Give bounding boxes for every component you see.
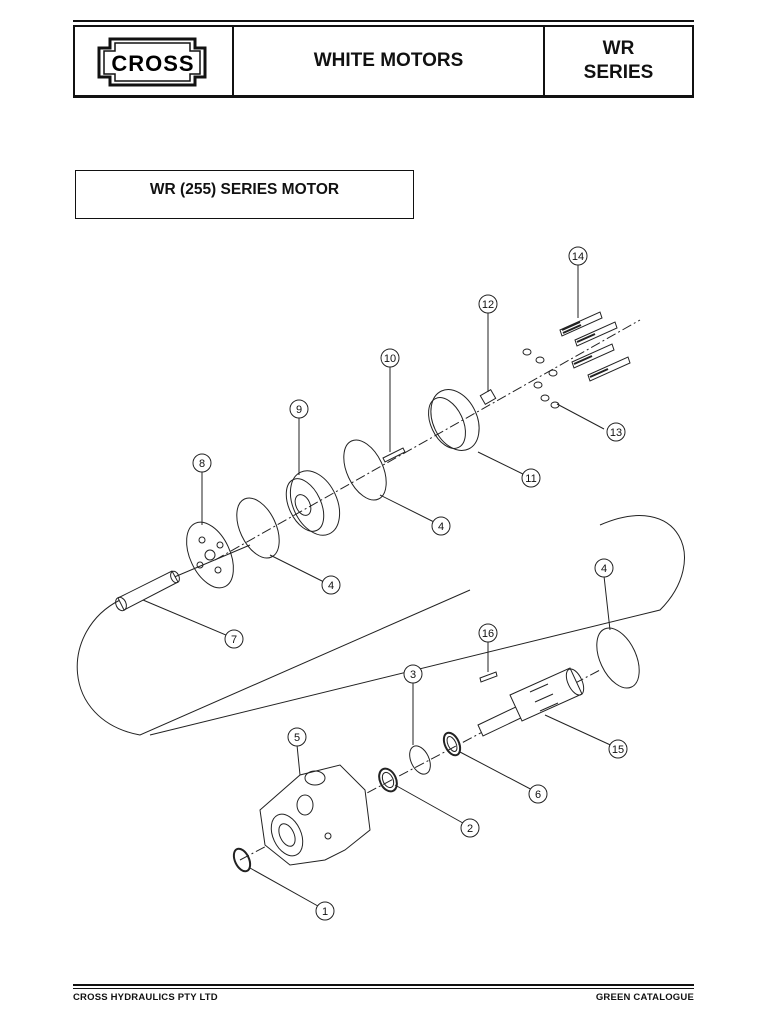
thrust-washer-part [409,745,431,775]
callout-label: 12 [482,299,494,311]
logo-text: CROSS [111,51,194,76]
callout-3 [403,664,423,684]
output-shaft-part [477,667,585,737]
footer-company: CROSS HYDRAULICS PTY LTD [73,992,218,1003]
small-o-ring-part [232,847,252,873]
callout-label: 4 [328,580,334,592]
callout-label: 11 [525,473,536,485]
section-title: WR (255) SERIES MOTOR [149,181,340,198]
o-ring-upper [343,439,387,501]
callout-4c [594,558,614,578]
section-title-box: WR (255) SERIES MOTOR [75,170,414,219]
callout-10 [380,348,400,368]
series-line-1: WR [602,38,635,59]
cross-logo: CROSS [97,37,207,87]
header-series: WR SERIES [545,27,692,95]
gerotor-part [285,470,341,536]
callout-11 [521,468,541,488]
footer-rule-thin [73,988,694,989]
housing-part [259,764,371,866]
callout-14 [568,246,588,266]
o-ring-middle [236,497,280,559]
callout-label: 14 [572,251,584,263]
callout-6 [528,784,548,804]
header-title: WHITE MOTORS [234,27,545,95]
shaft-seal-part [378,767,398,793]
pin-part [382,447,406,463]
header-rule-bottom [73,96,694,98]
callout-label: 13 [610,427,622,439]
axis-line-upper [214,319,641,561]
callout-label: 5 [294,732,300,744]
callout-label: 3 [410,669,416,681]
series-line-2: SERIES [583,62,654,83]
callout-15 [608,739,628,759]
callout-label: 9 [296,404,302,416]
header-rule-top [73,20,694,22]
callout-9 [289,399,309,419]
callout-label: 15 [612,744,624,756]
callout-label: 10 [384,353,396,365]
callout-label: 2 [467,823,473,835]
end-cover-part [428,389,480,451]
logo-cell: CROSS [75,27,234,95]
callout-13 [606,422,626,442]
seal-part [442,731,462,757]
callout-label: 4 [438,521,444,533]
callout-4b [321,575,341,595]
callout-label: 16 [482,628,494,640]
o-ring-lower [596,627,640,689]
plug-part [479,388,497,406]
assembly-loop-line [76,515,685,736]
callout-1 [315,901,335,921]
callout-label: 7 [231,634,237,646]
callout-label: 8 [199,458,205,470]
drive-shaft-part [115,570,180,612]
callout-2 [460,818,480,838]
callout-8 [192,453,212,473]
footer-rule [73,984,694,986]
page-header: CROSS WHITE MOTORS WR SERIES [73,20,694,98]
callout-5 [287,727,307,747]
valve-plate-part [186,521,234,589]
callout-7 [224,629,244,649]
callout-12 [478,294,498,314]
callout-4a [431,516,451,536]
leader-lines [142,264,618,911]
callout-16 [478,623,498,643]
bolts-group [559,311,631,382]
callout-label: 1 [322,906,328,918]
washers-group [522,348,560,409]
footer-catalogue: GREEN CATALOGUE [595,992,694,1003]
callout-label: 6 [535,789,541,801]
callout-label: 4 [601,563,607,575]
key-part [479,671,498,683]
